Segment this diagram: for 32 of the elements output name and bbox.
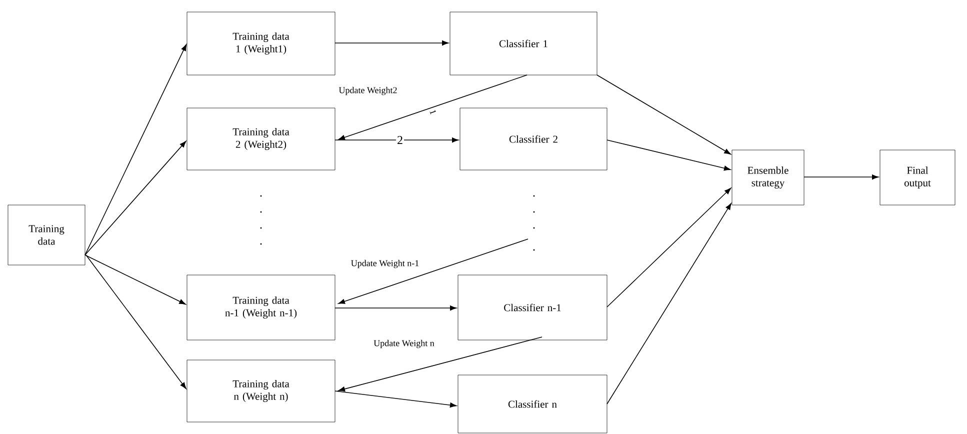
process-box: Final output: [880, 150, 956, 206]
arrow: [338, 74, 528, 140]
number-label: 1: [428, 108, 438, 116]
arrow: [84, 254, 186, 305]
process-box: Training data n-1 (Weight n-1): [186, 274, 336, 340]
edge-label: Update Weight n-1: [351, 260, 419, 268]
process-box: Training data n (Weight n): [186, 360, 336, 422]
process-box: Classifier n-1: [458, 274, 608, 340]
process-box: Classifier 2: [460, 108, 608, 170]
process-box: Ensemble strategy: [732, 150, 804, 206]
arrow: [606, 188, 732, 308]
arrow: [86, 254, 186, 389]
process-box: Training data 2 (Weight2): [186, 108, 336, 170]
arrow: [84, 140, 186, 256]
arrow: [804, 174, 879, 180]
edge-label: Update Weight2: [338, 86, 397, 96]
arrow: [596, 74, 731, 154]
process-box: Classifier n: [458, 374, 608, 434]
arrow: [334, 306, 457, 310]
arrow: [84, 44, 187, 256]
process-box: Training data: [8, 204, 86, 266]
arrow: [334, 40, 449, 46]
arrow: [338, 238, 528, 304]
process-box: Training data 1 (Weight1): [186, 12, 336, 76]
arrow: [334, 138, 459, 142]
process-box: Classifier 1: [450, 12, 598, 76]
arrow: [334, 390, 457, 408]
arrow: [338, 336, 542, 392]
edge-label: 2: [396, 135, 404, 145]
arrow: [606, 203, 732, 404]
arrow: [606, 140, 731, 171]
edge-label: Update Weight n: [374, 340, 434, 348]
